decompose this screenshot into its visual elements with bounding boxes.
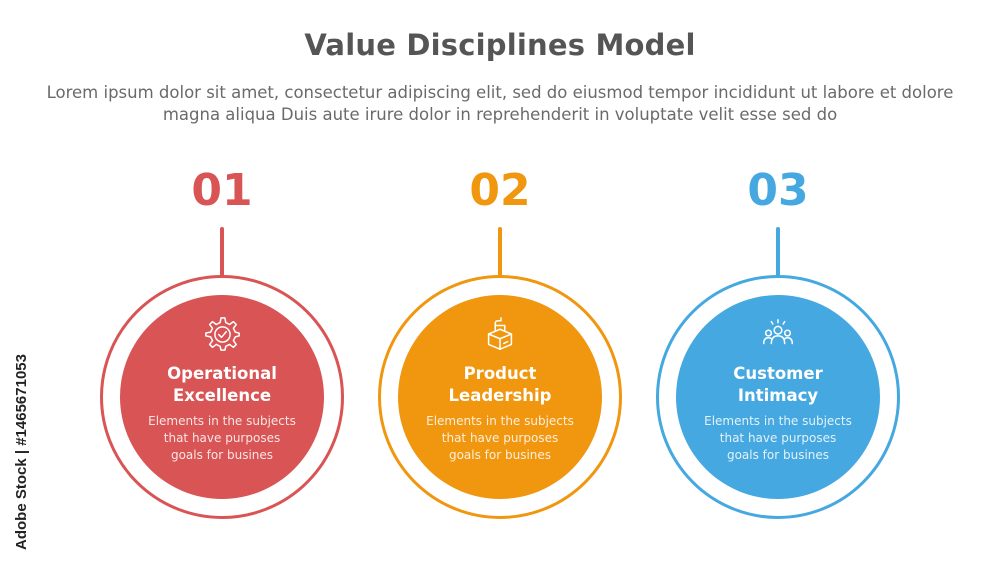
discipline-description: Elements in the subjects that have purpo… — [148, 414, 296, 462]
people-group-icon — [759, 315, 797, 353]
inner-circle: Product Leadership Elements in the subje… — [398, 295, 602, 499]
gear-check-icon — [203, 315, 241, 353]
stock-id-label: Adobe Stock | #1465671053 — [13, 354, 30, 550]
discipline-customer-intimacy: 03 Customer Intimacy Elements in the sub… — [656, 165, 900, 525]
discipline-label: Customer Intimacy — [733, 364, 823, 405]
connector-line — [776, 227, 780, 277]
discipline-description: Elements in the subjects that have purpo… — [426, 414, 574, 462]
connector-line — [220, 227, 224, 277]
product-box-icon — [481, 315, 519, 353]
inner-circle: Operational Excellence Elements in the s… — [120, 295, 324, 499]
inner-circle: Customer Intimacy Elements in the subjec… — [676, 295, 880, 499]
discipline-label: Operational Excellence — [167, 364, 277, 405]
discipline-description: Elements in the subjects that have purpo… — [704, 414, 852, 462]
discipline-operational-excellence: 01 Operational Excellence Elements in th… — [100, 165, 344, 525]
outer-ring — [656, 275, 900, 519]
discipline-product-leadership: 02 Product Leadership Elements in the su… — [378, 165, 622, 525]
outer-ring — [100, 275, 344, 519]
connector-line — [498, 227, 502, 277]
outer-ring — [378, 275, 622, 519]
page-title: Value Disciplines Model — [304, 28, 696, 62]
discipline-label: Product Leadership — [448, 364, 552, 405]
step-number: 03 — [747, 165, 809, 216]
page-subtitle: Lorem ipsum dolor sit amet, consectetur … — [46, 83, 954, 124]
step-number: 01 — [191, 165, 253, 216]
step-number: 02 — [469, 165, 531, 216]
